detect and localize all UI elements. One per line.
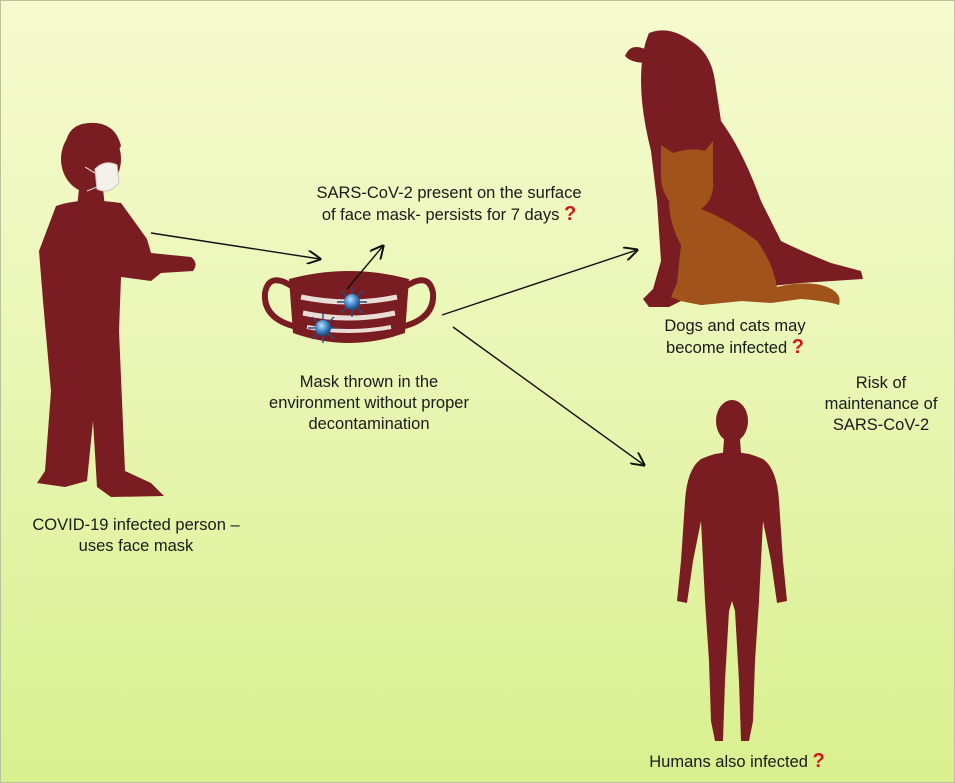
humans-caption: Humans also infected ? [627,751,847,773]
mask-line1: Mask thrown in the [259,372,479,393]
arrow-mask-to-animals [442,250,637,315]
risk-line2: maintenance of [811,394,951,415]
person-line2: uses face mask [21,536,251,557]
virus-particle-icon [337,287,367,317]
risk-line1: Risk of [811,373,951,394]
person-caption: COVID-19 infected person – uses face mas… [21,515,251,557]
risk-line3: SARS-CoV-2 [811,415,951,436]
animals-question-mark: ? [792,336,804,358]
surface-caption: SARS-CoV-2 present on the surface of fac… [284,183,614,226]
animals-line1: Dogs and cats may [645,316,825,337]
humans-question-mark: ? [813,750,825,772]
arrow-mask-to-humans [453,327,644,465]
mask-line2: environment without proper [259,393,479,414]
surface-line1: SARS-CoV-2 present on the surface [284,183,614,204]
human-silhouette [677,400,787,741]
animals-line2: become infected [666,339,787,357]
mask-line3: decontamination [259,414,479,435]
humans-line1: Humans also infected [649,753,808,771]
surface-question-mark: ? [564,203,576,225]
virus-particle-icon [308,313,338,343]
arrow-person-to-mask [151,233,320,259]
surface-line2: of face mask- persists for 7 days [322,206,560,224]
mask-caption: Mask thrown in the environment without p… [259,372,479,435]
person-line1: COVID-19 infected person – [21,515,251,536]
animals-caption: Dogs and cats may become infected ? [645,316,825,359]
risk-caption: Risk of maintenance of SARS-CoV-2 [811,373,951,436]
